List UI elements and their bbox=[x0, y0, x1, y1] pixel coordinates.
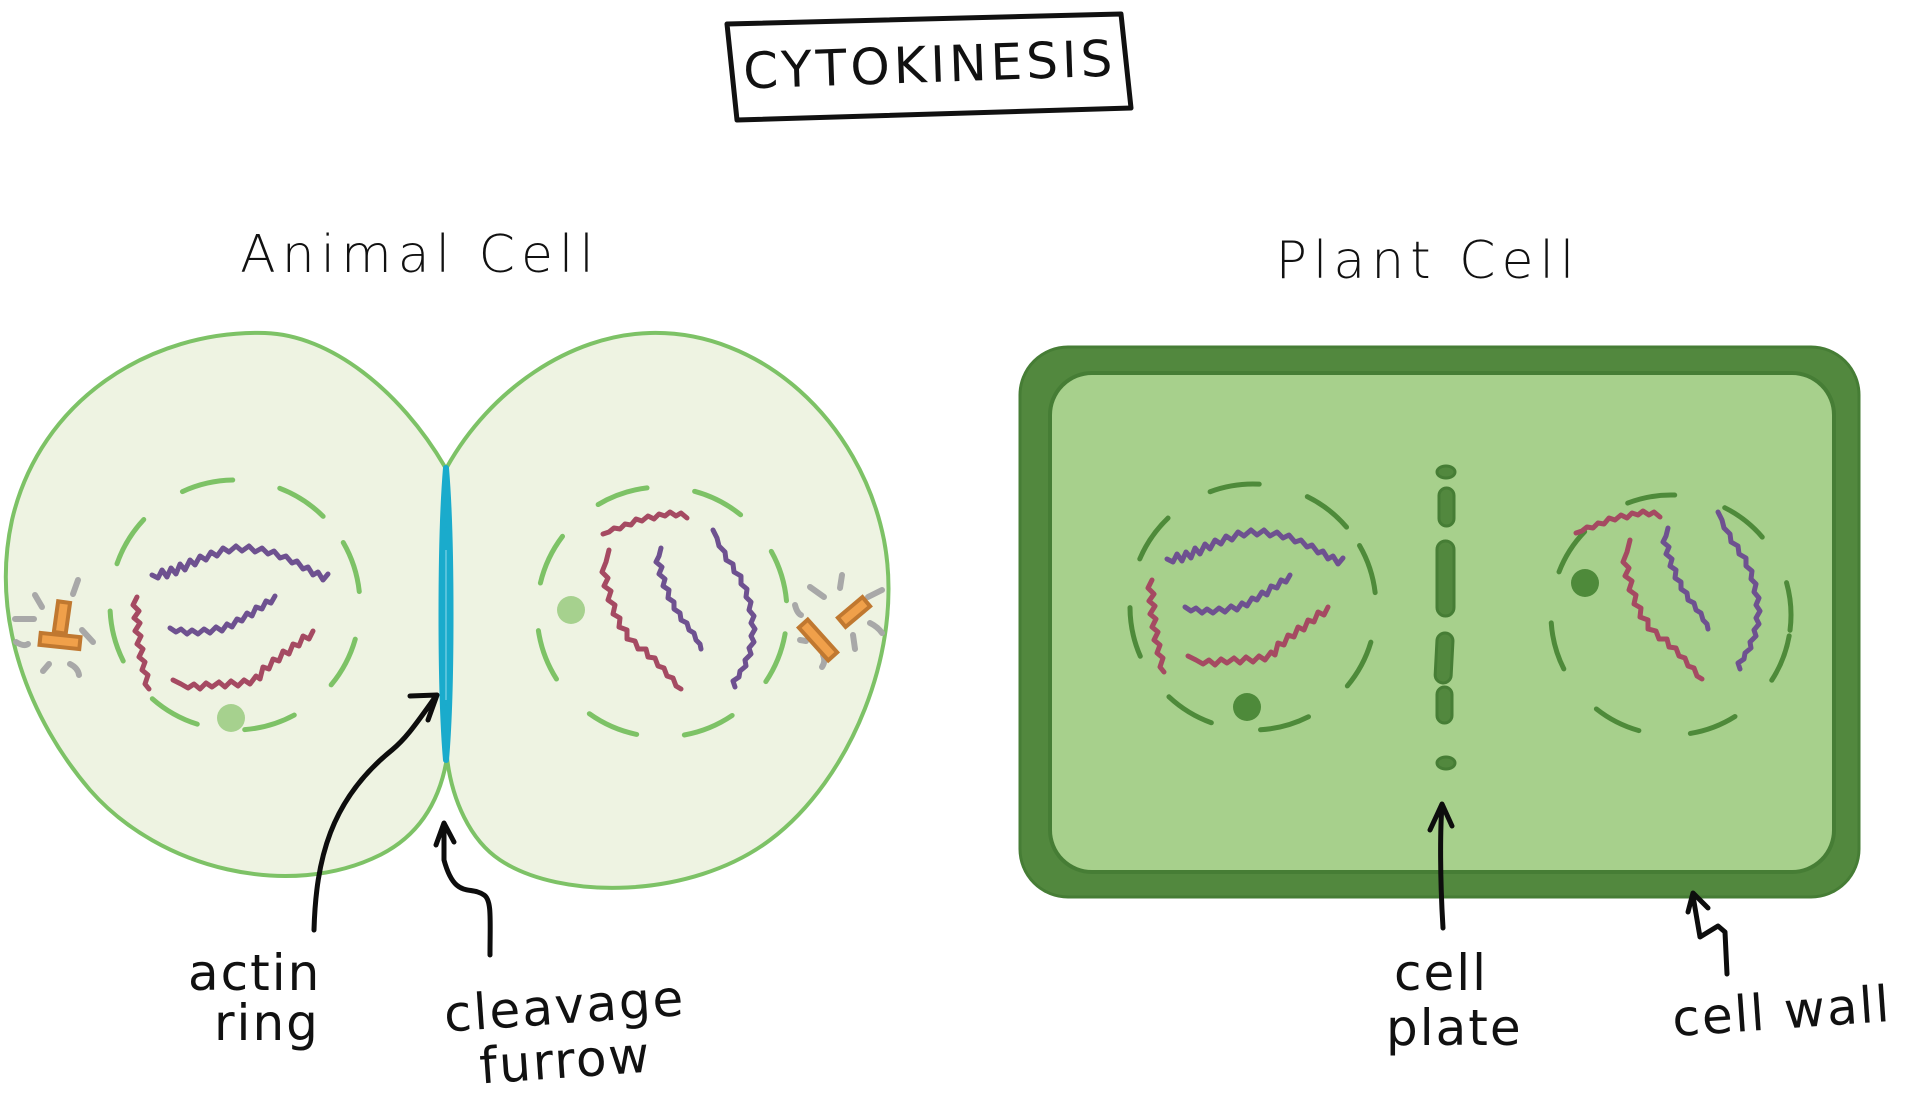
cell-plate-label-line2: plate bbox=[1386, 999, 1523, 1057]
left-centrosome bbox=[12, 577, 96, 678]
plant-cell: cell plate cell wall bbox=[1018, 345, 1893, 1057]
centriole-icon bbox=[795, 616, 841, 664]
plant-right-chromosomes bbox=[1573, 508, 1763, 682]
actin-ring-arrow bbox=[311, 692, 440, 933]
right-chromosomes bbox=[599, 509, 758, 692]
left-nucleolus bbox=[217, 704, 245, 732]
cleavage-furrow-arrow bbox=[433, 820, 493, 958]
actin-ring-label-line1: actin bbox=[188, 944, 321, 1002]
cell-plate-arrow bbox=[1427, 801, 1455, 931]
centriole-icon bbox=[835, 594, 873, 630]
plant-right-nuclear-envelope bbox=[1548, 492, 1794, 738]
actin-ring-label-line2: ring bbox=[214, 994, 320, 1052]
cleavage-furrow-label-line2: furrow bbox=[478, 1026, 654, 1093]
left-daughter-cell-membrane bbox=[3, 330, 450, 878]
plant-cell-cytoplasm bbox=[1048, 371, 1836, 874]
plant-left-chromosomes bbox=[1145, 527, 1346, 675]
left-chromosomes bbox=[130, 543, 331, 692]
centriole-icon bbox=[37, 630, 83, 652]
right-nucleolus bbox=[557, 596, 585, 624]
left-nuclear-envelope bbox=[107, 477, 363, 733]
right-daughter-cell-membrane bbox=[445, 330, 891, 890]
title-box: CYTOKINESIS bbox=[724, 11, 1134, 123]
animal-cell: actin ring cleavage furrow bbox=[3, 330, 891, 1093]
plant-left-nucleolus bbox=[1233, 693, 1261, 721]
plant-right-nucleolus bbox=[1571, 569, 1599, 597]
plant-cell-heading: Plant Cell bbox=[1276, 231, 1581, 291]
diagram-title: CYTOKINESIS bbox=[742, 30, 1117, 101]
cell-plate-label-line1: cell bbox=[1394, 944, 1488, 1002]
plant-left-nuclear-envelope bbox=[1127, 481, 1379, 733]
cell-wall-arrow bbox=[1685, 890, 1730, 977]
right-centrosome bbox=[792, 572, 885, 670]
cell-plate bbox=[1433, 464, 1457, 771]
centriole-icon bbox=[51, 599, 73, 636]
cell-wall-label: cell wall bbox=[1670, 975, 1893, 1048]
animal-cell-heading: Animal Cell bbox=[240, 225, 600, 285]
right-nuclear-envelope bbox=[534, 484, 790, 740]
